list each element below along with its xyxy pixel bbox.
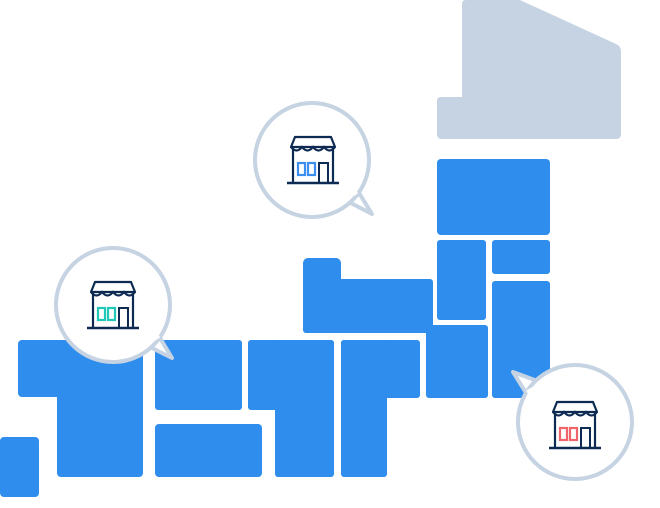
- region-chugoku: [155, 340, 242, 410]
- store-marker-kyushu[interactable]: [54, 246, 174, 364]
- region-shikoku: [155, 424, 262, 477]
- region-kinki-east: [341, 340, 387, 477]
- region-tohoku-north: [437, 159, 550, 235]
- store-icon: [85, 280, 141, 330]
- store-icon: [285, 135, 341, 185]
- store-marker-chubu[interactable]: [253, 101, 374, 219]
- region-hokkaido: [437, 0, 621, 139]
- region-kanto: [426, 325, 488, 398]
- region-kinki-south: [275, 340, 334, 477]
- region-kyushu-south: [57, 340, 143, 477]
- region-tohoku-west: [437, 240, 486, 320]
- region-okinawa: [0, 437, 39, 497]
- region-tohoku-east: [492, 240, 550, 274]
- region-tohoku-south: [492, 281, 550, 398]
- store-marker-kanto[interactable]: [511, 363, 634, 481]
- store-icon: [547, 400, 603, 450]
- region-chubu: [303, 279, 433, 333]
